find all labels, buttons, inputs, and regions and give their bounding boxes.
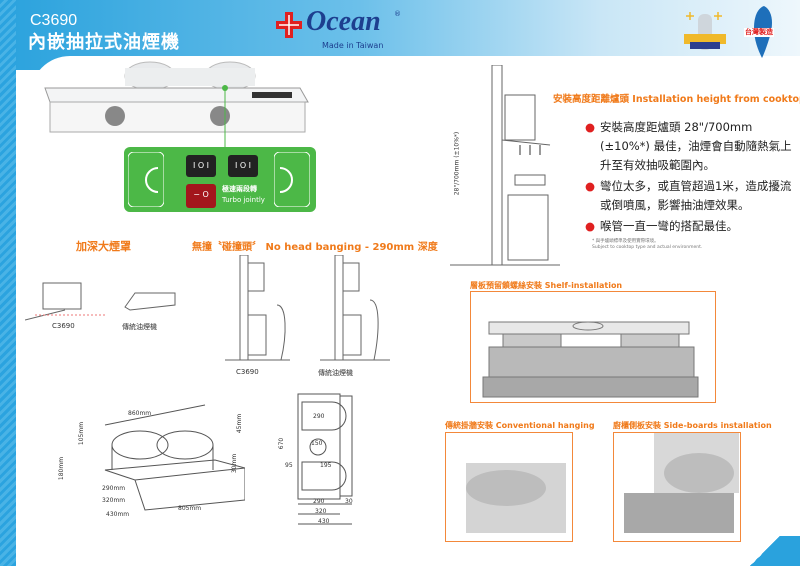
turbo-label-zh: 極速兩段轉 [222,185,257,193]
bullet-dot-icon: ● [585,120,596,134]
install-height-title: 安裝高度距離爐頭 Installation height from cookto… [553,94,800,105]
dimension-3d-diagram [104,404,245,511]
top-dim-670: 670 [278,437,286,450]
top-dim-290: 290 [313,413,325,420]
bullet-1: ●安裝高度距爐頭 28"/700mm (±10%*) 最佳，油煙會自動隨熱氣上升… [585,120,792,172]
bullet-dot-icon: ● [585,219,596,233]
dim-290: 290mm [102,485,126,492]
top-dim-195: 195 [320,462,332,469]
no-head-traditional-label: 傳統油煙機 [318,369,353,377]
right-fan-switch[interactable]: I O I [228,155,258,177]
side-boards-image [613,432,741,542]
award-medal-icon [684,12,726,50]
no-head-banging-diagram [225,255,390,361]
dim-105: 105mm [78,421,86,446]
bullet-dot-icon: ● [585,179,596,193]
bottom-dim-30: 30 [345,498,353,505]
corner-decoration [730,536,800,566]
footnote: * 與手爐頭標準及使用實際環境。Subject to cooktop type … [592,239,703,250]
brand-logo: Ocean [306,6,381,37]
product-title: 內嵌抽拉式油煙機 [28,32,180,53]
dim-180: 180mm [58,456,66,481]
dim-45: 45mm [236,413,244,434]
bottom-dim-290: 290 [313,498,325,505]
deep-hood-c3690-label: C3690 [52,322,75,330]
dimension-top-view-diagram [297,393,353,525]
control-panel-callout: I O I I O I − O 極速兩段轉 Turbo jointly [124,147,316,212]
install-height-bullets: ●安裝高度距爐頭 28"/700mm (±10%*) 最佳，油煙會自動隨熱氣上升… [585,118,797,251]
ocean-logo-icon [276,12,302,38]
product-hood-image [44,61,309,133]
registered-mark: ® [394,10,401,18]
turbo-label-en: Turbo jointly [222,196,265,204]
made-in-taiwan-badge: 台灣製造 [744,28,774,37]
dim-30: 30mm [231,453,239,474]
shelf-install-title: 層板預留鎖螺絲安裝 Shelf-installation [470,281,623,290]
bottom-dim-320: 320 [315,508,327,515]
deep-hood-diagram [25,282,176,321]
install-height-vertical-label: 28"/700mm (±10%*) [453,131,461,196]
fan-rotation-left-icon [128,152,164,207]
dim-860: 860mm [128,410,152,417]
left-fan-switch[interactable]: I O I [186,155,216,177]
bullet-3: ●喉管一直一彎的搭配最佳。 [585,217,797,236]
deep-hood-title: 加深大煙罩 [76,240,131,253]
top-dim-150: 150 [311,440,323,447]
turbo-switch[interactable]: − O [186,184,216,208]
model-number: C3690 [30,12,78,29]
dim-805: 805mm [178,505,202,512]
callout-line [222,85,228,150]
shelf-install-image [470,291,716,403]
no-head-banging-title: 無撞〝碰撞頭〞 No head banging - 290mm 深度 [192,242,438,253]
bottom-dim-430: 430 [318,518,330,525]
dim-320: 320mm [102,497,126,504]
top-dim-95: 95 [285,462,293,469]
brand-subtitle: Made in Taiwan [322,41,384,50]
installation-height-diagram [450,65,560,266]
side-boards-title: 廚櫃側板安裝 Side-boards installation [613,421,772,430]
conventional-hanging-image [445,432,573,542]
bullet-2: ●彎位太多，或直管超過1米，造成擾流或倒噴風，影響抽油煙效果。 [585,179,792,212]
conventional-hanging-title: 傳統掛牆安裝 Conventional hanging [445,421,595,430]
fan-rotation-right-icon [274,152,310,207]
dim-430: 430mm [106,511,130,518]
deep-hood-traditional-label: 傳統油煙機 [122,323,157,331]
side-stripe [0,0,16,566]
no-head-c3690-label: C3690 [236,368,259,376]
